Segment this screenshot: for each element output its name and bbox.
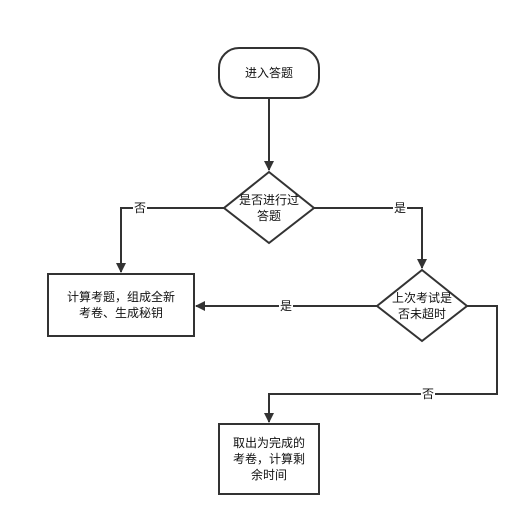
start-label: 进入答题 — [219, 65, 319, 81]
resume-line-1: 取出为完成的 — [232, 436, 305, 450]
decision-timeout-line-1: 上次考试是 — [391, 291, 452, 305]
generate-line-1: 计算考题，组成全新 — [66, 290, 175, 304]
resume-line-2: 考卷，计算剩 — [232, 452, 305, 466]
decision-taken-node — [222, 170, 316, 245]
edge-taken-no — [116, 207, 224, 273]
edge-label-timeout-no: 否 — [421, 387, 436, 401]
resume-node — [218, 423, 320, 495]
decision-taken-line-2: 答题 — [256, 209, 281, 223]
resume-line-3: 余时间 — [250, 468, 287, 482]
generate-node — [47, 273, 195, 337]
generate-label: 计算考题，组成全新 考卷、生成秘钥 — [48, 289, 194, 321]
edge-label-timeout-yes: 是 — [279, 299, 294, 313]
decision-timeout-line-2: 否未超时 — [397, 307, 446, 321]
edge-timeout-no — [264, 305, 498, 423]
edge-label-taken-no: 否 — [133, 201, 148, 215]
decision-taken-line-1: 是否进行过 — [238, 193, 299, 207]
edge-label-taken-yes: 是 — [393, 201, 408, 215]
decision-timeout-label: 上次考试是 否未超时 — [377, 290, 467, 322]
resume-label: 取出为完成的 考卷，计算剩 余时间 — [219, 435, 319, 483]
decision-timeout-node — [375, 268, 469, 343]
generate-line-2: 考卷、生成秘钥 — [78, 306, 163, 320]
start-label-line: 进入答题 — [244, 66, 293, 80]
decision-taken-label: 是否进行过 答题 — [224, 192, 314, 224]
edge-taken-yes — [314, 207, 427, 269]
